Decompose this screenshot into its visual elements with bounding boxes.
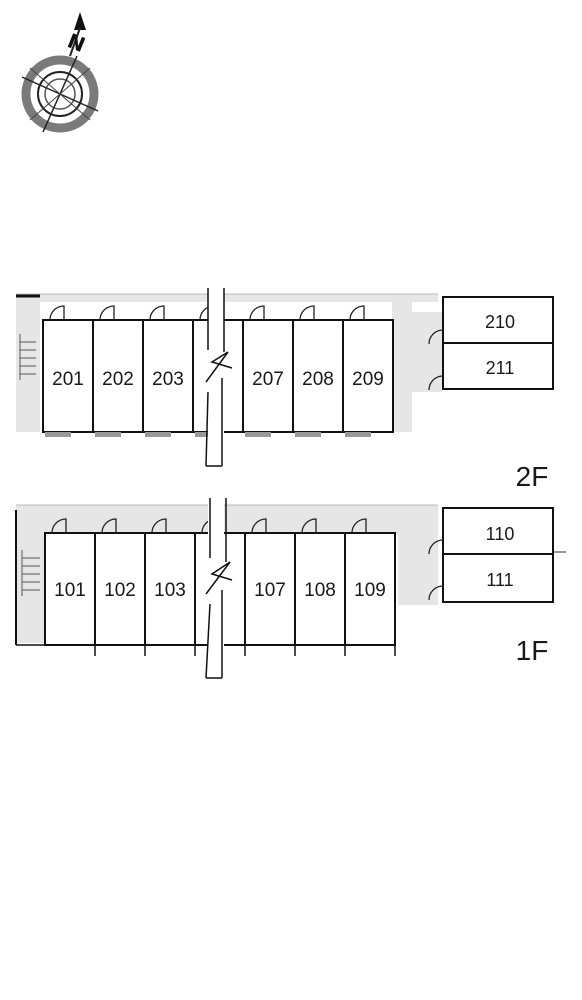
corridor-top <box>16 505 438 535</box>
unit-label: 109 <box>354 580 386 601</box>
compass-rose-icon <box>21 12 99 133</box>
unit-210 <box>442 296 554 344</box>
corridor-side <box>16 535 44 643</box>
unit-label: 110 <box>486 524 515 544</box>
unit-label: 210 <box>485 312 515 332</box>
unit-101 <box>44 532 96 646</box>
floor-label-2f: 2F <box>516 461 549 492</box>
compass: N <box>21 12 99 133</box>
unit-label: 211 <box>486 358 515 378</box>
unit-103 <box>144 532 196 646</box>
unit-211 <box>442 342 554 390</box>
unit-108 <box>294 532 346 646</box>
unit-label: 107 <box>254 580 286 601</box>
floor-1f: 101 102 103 107 108 109 110 111 1F <box>15 498 566 679</box>
floor-label-1f: 1F <box>516 635 549 666</box>
unit-label: 111 <box>486 570 513 590</box>
unit-202 <box>92 319 144 433</box>
unit-label: 209 <box>352 369 384 390</box>
unit-111 <box>442 553 554 603</box>
unit-label: 208 <box>302 369 334 390</box>
unit-label: 108 <box>304 580 336 601</box>
unit-label: 102 <box>104 580 136 601</box>
corridor-top <box>16 294 438 302</box>
unit-102 <box>94 532 146 646</box>
unit-203 <box>142 319 194 433</box>
units-row-2f <box>42 305 394 437</box>
stairs-1f <box>21 550 40 596</box>
compass-north-label: N <box>64 28 89 57</box>
break-symbol-1f <box>205 498 233 679</box>
unit-label: 202 <box>102 369 134 390</box>
unit-110 <box>442 507 554 555</box>
unit-label: 207 <box>252 369 284 390</box>
corridor-end <box>392 302 412 432</box>
stairs-2f <box>19 334 36 380</box>
unit-109 <box>344 532 396 646</box>
floor-2f: 201 202 203 207 208 209 210 211 2F <box>16 288 554 492</box>
unit-label: 203 <box>152 369 184 390</box>
unit-label: 103 <box>154 580 186 601</box>
break-symbol-2f <box>205 288 233 468</box>
unit-209 <box>342 319 394 433</box>
unit-label: 101 <box>54 580 86 601</box>
unit-label: 201 <box>52 369 84 390</box>
